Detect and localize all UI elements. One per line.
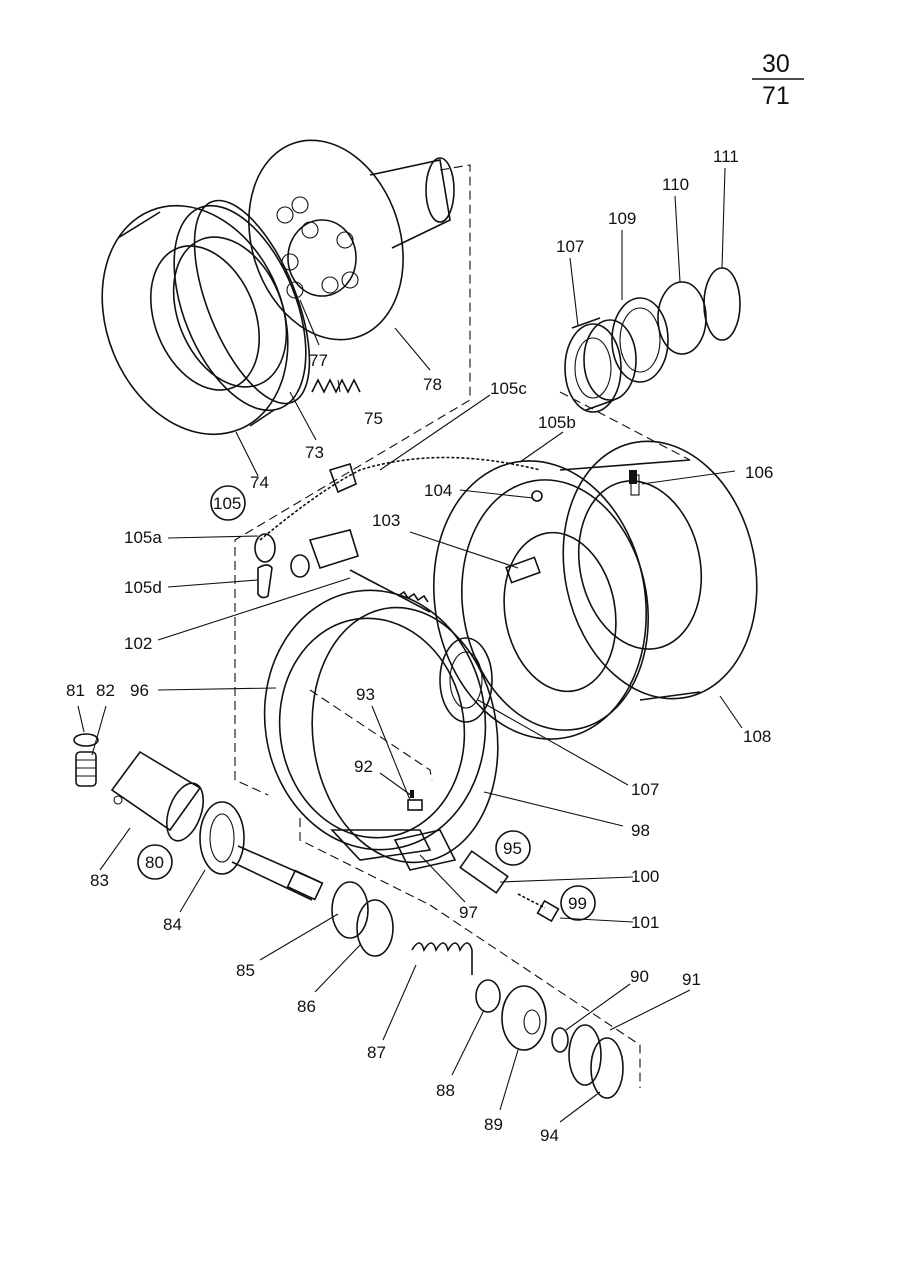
bearing-107-upper	[564, 317, 637, 413]
label-100: 100	[631, 867, 659, 886]
label-105d: 105d	[124, 578, 162, 597]
svg-text:95: 95	[503, 839, 522, 858]
svg-text:105: 105	[213, 494, 241, 513]
label-84: 84	[163, 915, 182, 934]
label-75: 75	[364, 409, 383, 428]
friction-ring-73	[193, 199, 311, 405]
cylinder-sleeve-83	[110, 750, 205, 842]
bearing-axis-line	[559, 391, 691, 461]
adjuster-bolt-102	[290, 529, 431, 613]
snap-ring-91	[568, 1024, 624, 1099]
label-85: 85	[236, 961, 255, 980]
washer-81	[73, 733, 99, 747]
label-107-upper: 107	[556, 237, 584, 256]
bushing-100	[459, 850, 509, 894]
svg-text:99: 99	[568, 894, 587, 913]
callout-99: 99	[560, 885, 596, 921]
callout-80: 80	[137, 844, 173, 880]
clip-105d	[257, 564, 273, 599]
bearing-107-lower	[439, 637, 493, 723]
label-87: 87	[367, 1043, 386, 1062]
label-81: 81	[66, 681, 85, 700]
block-103	[505, 556, 541, 584]
brake-shoe-ring-96	[263, 589, 499, 871]
washer-110	[657, 281, 707, 355]
brake-drum-108	[559, 440, 758, 701]
label-82: 82	[96, 681, 115, 700]
axis-line-lower	[429, 904, 641, 1088]
label-105c: 105c	[490, 379, 527, 398]
label-104: 104	[424, 481, 452, 500]
brake-housing	[432, 460, 650, 740]
leader-lines	[77, 167, 743, 1123]
label-92: 92	[354, 757, 373, 776]
label-105a: 105a	[124, 528, 162, 547]
label-107-lower: 107	[631, 780, 659, 799]
label-78: 78	[423, 375, 442, 394]
callout-95: 95	[495, 830, 531, 866]
label-111: 111	[713, 147, 739, 166]
label-110: 110	[662, 175, 689, 194]
cable-assembly-105	[254, 456, 541, 599]
label-106: 106	[745, 463, 773, 482]
page-number-top: 30	[762, 50, 790, 78]
label-96: 96	[130, 681, 149, 700]
valve-82	[75, 751, 97, 787]
label-105b: 105b	[538, 413, 576, 432]
seal-ring-109	[611, 297, 669, 383]
set-screw-106	[629, 470, 637, 484]
page-number-bottom: 71	[762, 82, 790, 110]
bolt-101	[517, 893, 560, 923]
shoe-segment-97	[393, 829, 457, 871]
label-86: 86	[297, 997, 316, 1016]
label-88: 88	[436, 1081, 455, 1100]
spring-87	[411, 942, 473, 975]
spring-75	[311, 378, 361, 394]
label-74: 74	[250, 473, 269, 492]
seal-85	[331, 881, 369, 939]
label-109: 109	[608, 209, 636, 228]
piston-89	[501, 985, 547, 1051]
callout-105: 105	[210, 485, 246, 521]
label-101: 101	[631, 913, 659, 932]
label-103: 103	[372, 511, 400, 530]
nipple-104	[531, 490, 543, 502]
assembly-outline-upper	[234, 164, 471, 796]
label-98: 98	[631, 821, 650, 840]
label-73: 73	[305, 443, 324, 462]
piston-rod-84	[199, 801, 324, 901]
label-90: 90	[630, 967, 649, 986]
label-91: 91	[682, 970, 701, 989]
label-77: 77	[309, 351, 328, 370]
page-number: 30 71	[752, 50, 804, 110]
assembly-outline-middle	[299, 689, 433, 906]
washer-90	[551, 1027, 569, 1053]
label-102: 102	[124, 634, 152, 653]
spacer-88	[475, 979, 501, 1013]
backing-plate-74	[101, 204, 307, 436]
part-labels: 111 110 109 107 78 77 75 73 74 105c 105b…	[66, 147, 773, 1145]
ring-86	[356, 899, 394, 957]
cable-end-105a	[254, 533, 276, 563]
snap-ring-111	[703, 267, 741, 341]
label-94: 94	[540, 1126, 559, 1145]
label-89: 89	[484, 1115, 503, 1134]
label-108: 108	[743, 727, 771, 746]
label-83: 83	[90, 871, 109, 890]
wheel-hub-78	[248, 139, 455, 341]
pin-92	[407, 790, 423, 811]
label-93: 93	[356, 685, 375, 704]
label-97: 97	[459, 903, 478, 922]
svg-text:80: 80	[145, 853, 164, 872]
